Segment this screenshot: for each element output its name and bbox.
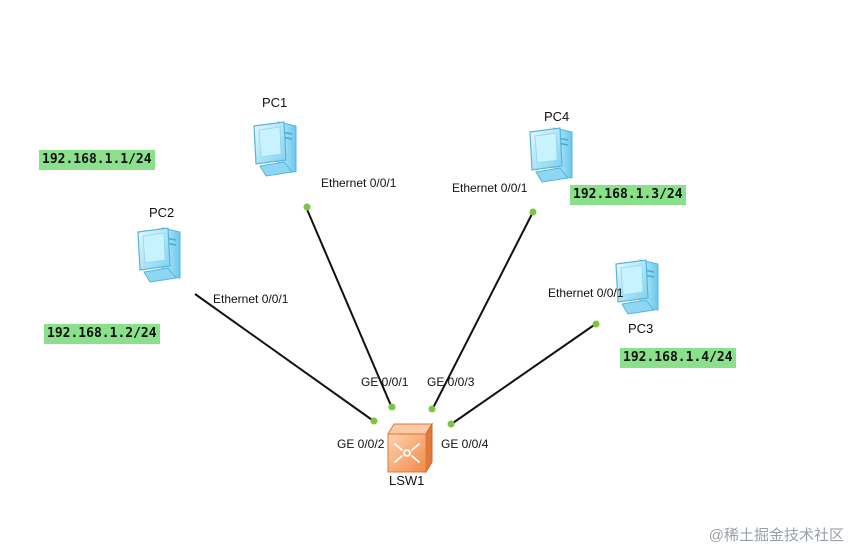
device-name-pc1: PC1: [262, 95, 288, 110]
ip-tag-pc3: 192.168.1.4/24: [620, 348, 736, 368]
link-pc3-lsw1: [449, 322, 598, 426]
device-name-pc4: PC4: [544, 109, 570, 124]
ip-tag-pc4: 192.168.1.3/24: [570, 185, 686, 205]
watermark: @稀土掘金技术社区: [708, 527, 844, 544]
port-dot-pc4: [529, 208, 537, 216]
link-pc1-lsw1: [305, 206, 393, 409]
port-label-ge3: GE 0/0/3: [427, 375, 475, 389]
port-dot-pc3: [592, 320, 600, 328]
device-name-lsw1: LSW1: [389, 473, 425, 488]
pc-icon[interactable]: [137, 227, 181, 283]
port-dot-ge1: [388, 403, 396, 411]
port-dot-ge3: [428, 405, 436, 413]
link-pc4-lsw1: [431, 211, 534, 411]
port-label-ge4: GE 0/0/4: [441, 437, 489, 451]
port-label-pc2: Ethernet 0/0/1: [213, 292, 289, 306]
port-label-pc4: Ethernet 0/0/1: [452, 181, 528, 195]
switch-icon[interactable]: [387, 422, 433, 474]
device-name-pc2: PC2: [149, 205, 175, 220]
port-dot-ge4: [447, 420, 455, 428]
pc-icon[interactable]: [529, 127, 573, 183]
pc-icon[interactable]: [253, 121, 297, 177]
ip-tag-pc2: 192.168.1.2/24: [44, 324, 160, 344]
port-label-ge2: GE 0/0/2: [337, 437, 385, 451]
port-label-pc3: Ethernet 0/0/1: [548, 286, 624, 300]
device-name-pc3: PC3: [628, 321, 654, 336]
ip-tag-pc1: 192.168.1.1/24: [39, 150, 155, 170]
link-pc2-lsw1: [194, 293, 376, 423]
port-label-ge1: GE 0/0/1: [361, 375, 409, 389]
port-dot-pc1: [303, 203, 311, 211]
port-label-pc1: Ethernet 0/0/1: [321, 176, 397, 190]
port-dot-ge2: [370, 417, 378, 425]
